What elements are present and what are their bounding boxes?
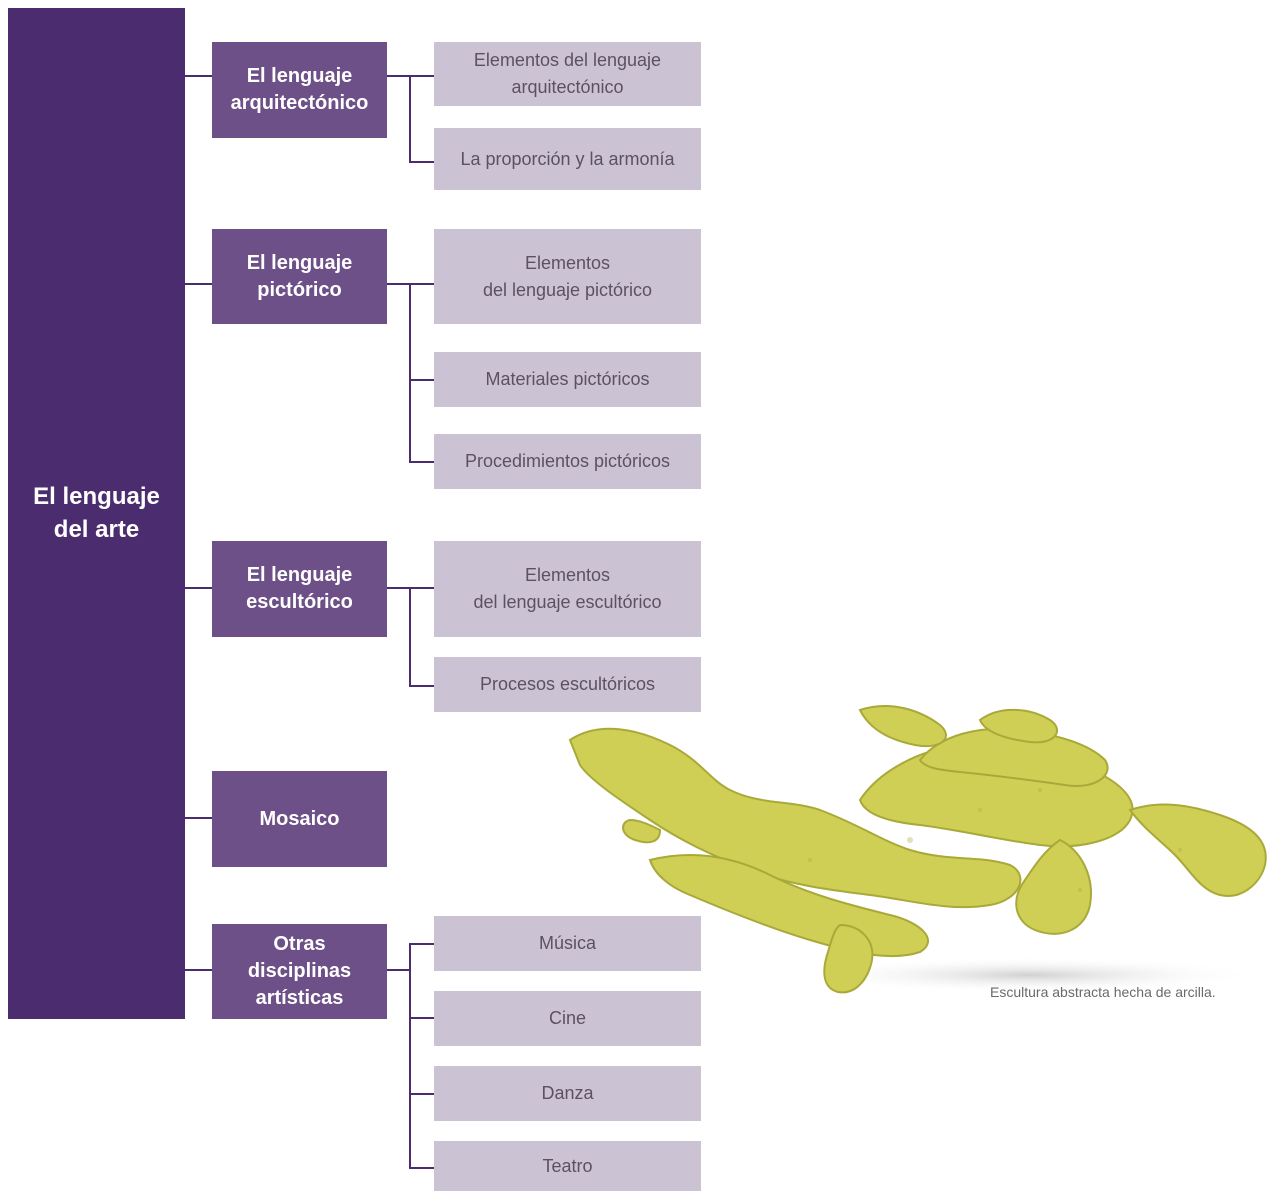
category-architecture: El lenguaje arquitectónico [212, 42, 387, 138]
category-mosaic: Mosaico [212, 771, 387, 867]
leaf-label: Materiales pictóricos [485, 369, 650, 389]
figure-caption: Escultura abstracta hecha de arcilla. [990, 984, 1216, 1000]
leaf-pictorial-elements: Elementos del lenguaje pictórico [434, 229, 701, 324]
leaf-sculptural-elements: Elementos del lenguaje escultórico [434, 541, 701, 637]
category-other-disciplines: Otras disciplinas artísticas [212, 924, 387, 1019]
root-label: El lenguaje del arte [33, 483, 160, 543]
leaf-label: La proporción y la armonía [460, 148, 675, 169]
leaf-label: Cine [548, 1008, 587, 1028]
leaf-pictorial-materials: Materiales pictóricos [434, 352, 701, 407]
leaf-label: Procedimientos pictóricos [464, 451, 671, 471]
leaf-music: Música [434, 916, 701, 971]
clay-sculpture-image [568, 704, 1267, 994]
root-node: El lenguaje del arte [8, 8, 185, 1019]
leaf-label: Danza [541, 1083, 594, 1103]
leaf-proportion-harmony: La proporción y la armonía [434, 128, 701, 190]
category-label: El lenguaje pictórico [246, 251, 353, 301]
leaf-label: Música [538, 933, 596, 953]
leaf-label: Procesos escultóricos [479, 674, 656, 694]
category-pictorial: El lenguaje pictórico [212, 229, 387, 324]
leaf-sculptural-processes: Procesos escultóricos [434, 657, 701, 712]
leaf-dance: Danza [434, 1066, 701, 1121]
leaf-pictorial-procedures: Procedimientos pictóricos [434, 434, 701, 489]
category-label: El lenguaje arquitectónico [230, 65, 369, 114]
leaf-architecture-elements: Elementos del lenguaje arquitectónico [434, 42, 701, 106]
leaf-cinema: Cine [434, 991, 701, 1046]
category-label: El lenguaje escultórico [246, 564, 353, 613]
category-sculptural: El lenguaje escultórico [212, 541, 387, 637]
leaf-label: Elementos del lenguaje arquitectónico [473, 50, 662, 97]
leaf-label: Elementos del lenguaje escultórico [473, 565, 662, 612]
leaf-label: Teatro [542, 1155, 593, 1176]
leaf-label: Elementos del lenguaje pictórico [482, 252, 653, 300]
category-label: Mosaico [259, 807, 340, 830]
leaf-theatre: Teatro [434, 1141, 701, 1191]
category-label: Otras disciplinas artísticas [247, 933, 352, 1009]
